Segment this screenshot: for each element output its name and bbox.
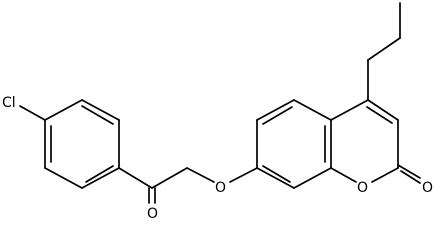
bond xyxy=(256,167,295,189)
ring-oxygen-label: O xyxy=(357,180,368,196)
ether-oxygen-label: O xyxy=(215,180,226,196)
aromatic-inner-bond xyxy=(262,165,291,183)
lactone-double-bond xyxy=(397,164,421,179)
bond xyxy=(293,99,332,121)
bond xyxy=(81,167,120,189)
bond xyxy=(367,37,401,61)
bond xyxy=(330,99,369,121)
aromatic-inner-bond xyxy=(366,106,393,124)
ketone-oxygen-label: O xyxy=(147,206,158,222)
propyl-chain xyxy=(367,2,401,101)
structure-canvas: Cl O O O O xyxy=(2,2,433,222)
methylene-oxygen-bond xyxy=(186,167,215,183)
lactone-oxygen-label: O xyxy=(422,180,433,196)
chlorine-bond xyxy=(19,105,46,121)
bond xyxy=(44,167,83,189)
bond xyxy=(367,99,399,121)
chlorophenyl-ring xyxy=(44,99,120,189)
aromatic-inner-bond xyxy=(81,105,114,125)
molecule-structure: Cl O O O O xyxy=(2,2,433,222)
carbonyl-methylene-bond xyxy=(151,167,188,189)
coumarin-benzo-ring xyxy=(256,99,332,189)
bond xyxy=(371,167,399,183)
aromatic-inner-bond xyxy=(85,165,114,183)
aromatic-inner-bond xyxy=(262,106,293,125)
bond xyxy=(44,99,83,121)
bond xyxy=(330,167,357,183)
bond xyxy=(81,99,120,121)
lactone-double-bond xyxy=(400,170,421,184)
oxygen-ring-bond xyxy=(229,167,258,183)
bond xyxy=(293,167,332,189)
bond xyxy=(256,99,295,121)
chlorine-label: Cl xyxy=(2,95,16,111)
aryl-carbonyl-bond xyxy=(118,167,153,189)
pyranone-ring: O xyxy=(330,99,399,196)
